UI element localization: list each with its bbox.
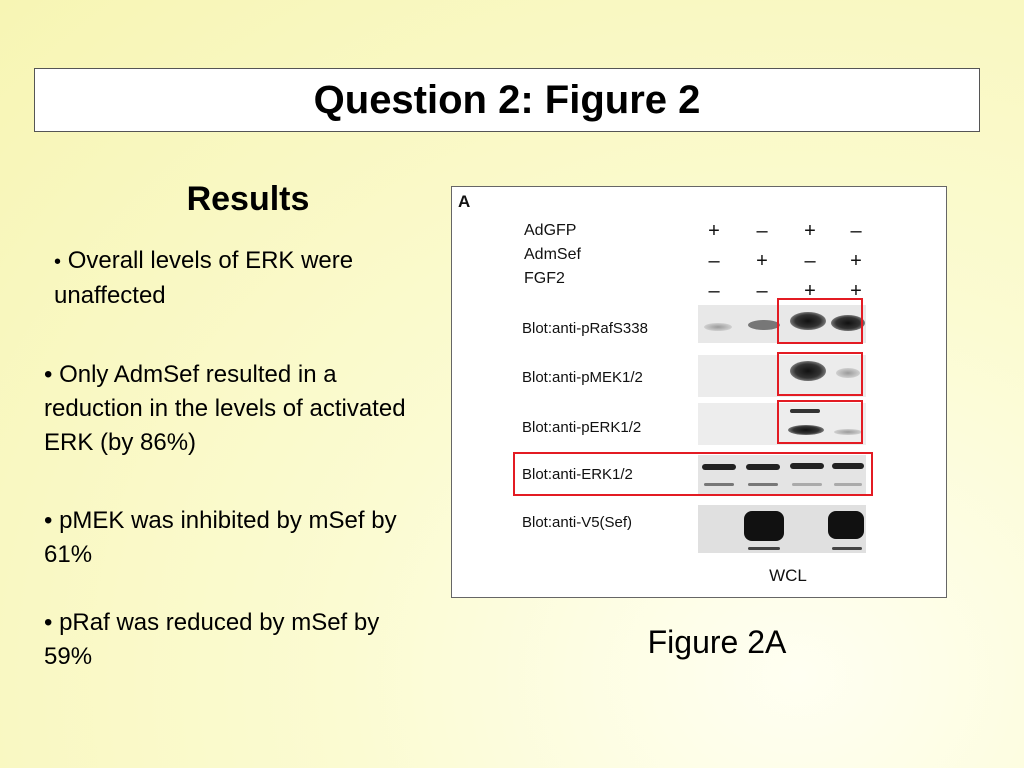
condition-sign: +: [850, 250, 862, 272]
bullet-item: • Overall levels of ERK were unaffected: [54, 244, 424, 313]
condition-sign: –: [708, 280, 720, 302]
blot-label: Blot:anti-pERK1/2: [522, 419, 641, 436]
blot-band: [834, 429, 862, 435]
blot-label: Blot:anti-pRafS338: [522, 320, 648, 337]
bullet-item: • pRaf was reduced by mSef by 59%: [44, 606, 424, 674]
blot-strip: [698, 455, 866, 495]
blot-band: [746, 464, 780, 470]
blot-band: [790, 409, 820, 413]
blot-band: [788, 425, 824, 435]
blot-band: [832, 463, 864, 469]
condition-label: AdmSef: [524, 246, 581, 263]
blot-footer: WCL: [769, 566, 807, 585]
blot-label: Blot:anti-pMEK1/2: [522, 369, 643, 386]
condition-sign: +: [756, 250, 768, 272]
condition-sign: –: [804, 250, 816, 272]
blot-band: [792, 483, 822, 486]
blot-band: [790, 361, 826, 381]
figure-caption: Figure 2A: [647, 624, 787, 660]
bullet-item: • Only AdmSef resulted in a reduction in…: [44, 358, 424, 460]
blot-band: [744, 511, 784, 541]
bullet-text: pRaf was reduced by mSef by 59%: [44, 609, 380, 670]
western-blot-figure: A AdGFP AdmSef FGF2 + – + – – + – + – – …: [451, 186, 947, 598]
blot-band: [790, 312, 826, 330]
condition-sign: –: [756, 220, 768, 242]
blot-band: [831, 315, 865, 331]
bullet-text: Only AdmSef resulted in a reduction in t…: [44, 361, 406, 456]
blot-strip: [698, 355, 866, 397]
condition-sign: –: [850, 220, 862, 242]
blot-band: [704, 323, 732, 331]
condition-sign: –: [708, 250, 720, 272]
bullet-glyph: •: [44, 507, 53, 534]
blot-label: Blot:anti-ERK1/2: [522, 466, 633, 483]
condition-sign: –: [756, 280, 768, 302]
bullet-text: Overall levels of ERK were unaffected: [54, 247, 354, 309]
blot-band: [836, 368, 860, 378]
blot-band: [704, 483, 734, 486]
highlight-box: [777, 400, 863, 444]
bullet-glyph: •: [44, 361, 53, 388]
blot-band: [832, 547, 862, 550]
bullet-item: • pMEK was inhibited by mSef by 61%: [44, 504, 434, 572]
title-box: Question 2: Figure 2: [34, 68, 980, 132]
highlight-box: [777, 352, 863, 396]
highlight-box: [777, 298, 863, 344]
blot-band: [748, 483, 778, 486]
blot-label: Blot:anti-V5(Sef): [522, 514, 632, 531]
blot-band: [748, 320, 780, 330]
highlight-box: [513, 452, 873, 496]
condition-label: FGF2: [524, 270, 565, 287]
condition-sign: +: [804, 280, 816, 302]
results-heading: Results: [186, 180, 310, 218]
bullet-text: pMEK was inhibited by mSef by 61%: [44, 507, 397, 568]
blot-strip: [698, 403, 866, 445]
condition-sign: +: [850, 280, 862, 302]
bullet-glyph: •: [54, 251, 62, 273]
blot-band: [790, 463, 824, 469]
condition-sign: +: [708, 220, 720, 242]
panel-letter: A: [458, 192, 470, 211]
blot-band: [702, 464, 736, 470]
condition-sign: +: [804, 220, 816, 242]
bullet-glyph: •: [44, 609, 53, 636]
condition-label: AdGFP: [524, 222, 576, 239]
blot-band: [748, 547, 780, 550]
blot-band: [834, 483, 862, 486]
blot-band: [828, 511, 864, 539]
slide-title: Question 2: Figure 2: [313, 77, 701, 122]
highlight-boxes: [513, 298, 873, 496]
blot-image: A AdGFP AdmSef FGF2 + – + – – + – + – – …: [458, 192, 873, 585]
